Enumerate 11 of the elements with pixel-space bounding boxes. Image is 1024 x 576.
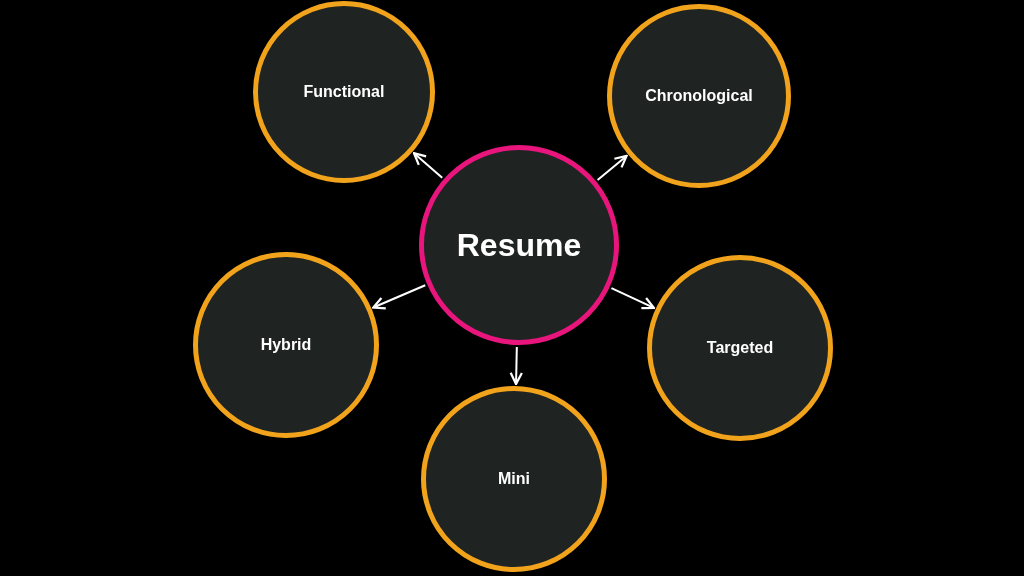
arrow bbox=[412, 152, 444, 179]
circle-label: Chronological bbox=[645, 87, 753, 105]
arrow bbox=[596, 154, 628, 181]
circle-label: Resume bbox=[456, 226, 582, 264]
circle-label: Mini bbox=[498, 470, 530, 488]
arrow bbox=[610, 287, 655, 310]
circle-label: Targeted bbox=[706, 339, 774, 357]
arrow bbox=[509, 346, 523, 386]
circle-label: Hybrid bbox=[260, 336, 312, 354]
circle-label: Functional bbox=[303, 83, 385, 101]
arrow bbox=[372, 284, 427, 310]
